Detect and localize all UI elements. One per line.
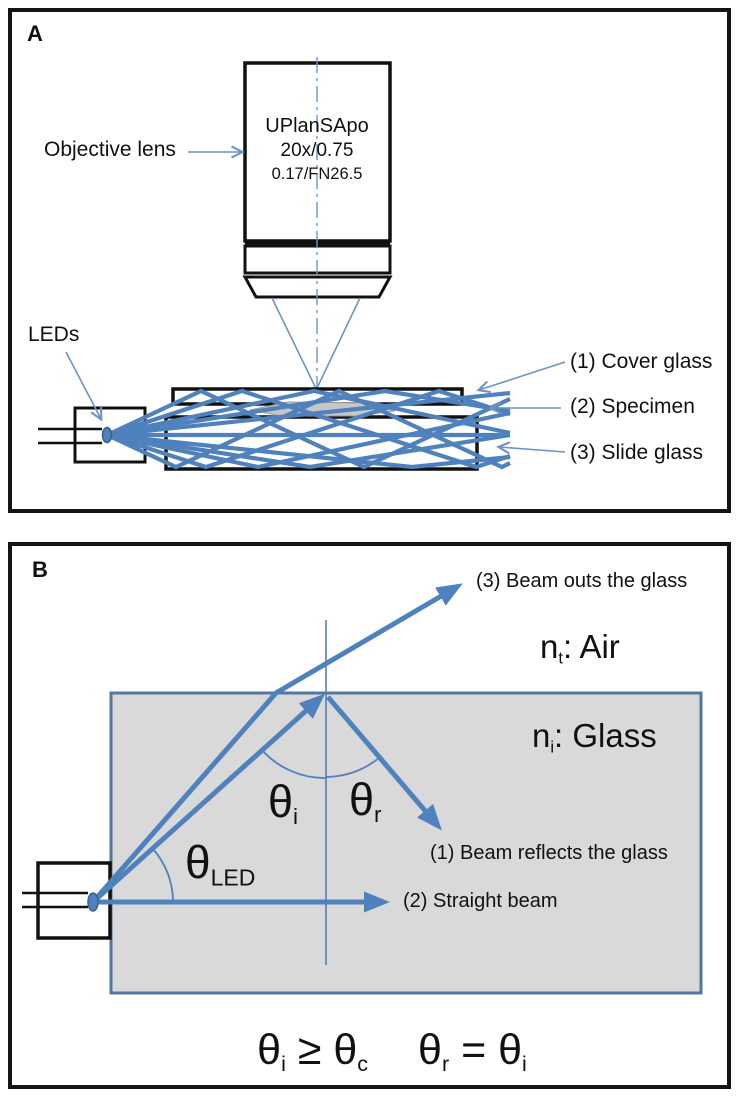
led-ray (106, 388, 511, 438)
panel-b-label: B (32, 557, 48, 582)
led-ray (106, 390, 511, 438)
led-ray (106, 432, 511, 470)
panel-a-frame (8, 8, 731, 513)
objective-model-text: UPlanSApo (265, 115, 369, 137)
objective-spec-text: 0.17/FN26.5 (271, 165, 363, 183)
led-ray (106, 432, 511, 470)
theta-i-label: θi (268, 776, 299, 830)
slide-glass-label: (3) Slide glass (570, 441, 704, 464)
led-ray (106, 388, 511, 438)
led-ray (106, 388, 511, 470)
incident-beam-ray (91, 693, 326, 904)
theta-r-arc (325, 756, 381, 778)
beam-out-ray (91, 583, 463, 904)
led-ray (106, 388, 511, 470)
led-emitter-b (87, 892, 99, 912)
slide-glass-arrow (499, 447, 566, 452)
theta-i-arc (261, 749, 327, 779)
theta-led-label: θLED (185, 836, 256, 891)
led-emitter-a (101, 426, 113, 444)
panel-a-label: A (27, 21, 43, 46)
reflected-beam-ray (326, 695, 442, 831)
beam-out-label: (3) Beam outs the glass (476, 570, 688, 592)
equation-theta-i-ge-theta-c: θi ≥ θc (257, 1026, 369, 1076)
leds-arrow (65, 351, 101, 419)
critical-angle-equation: θi ≥ θc θr = θi (180, 1026, 604, 1076)
leds-label: LEDs (28, 323, 80, 346)
cover-glass-label: (1) Cover glass (570, 350, 713, 373)
refractive-index-air-label: nt: Air (540, 628, 620, 668)
equation-theta-r-eq-theta-i: θr = θi (418, 1026, 527, 1076)
objective-mag-na-text: 20x/0.75 (280, 140, 354, 161)
beam-reflect-label: (1) Beam reflects the glass (430, 842, 668, 864)
objective-tip (242, 275, 393, 299)
refractive-index-glass-label: ni: Glass (532, 717, 657, 757)
panel-b-frame (8, 542, 731, 1089)
led-ray-fan (106, 388, 511, 470)
cover-glass-arrow (479, 361, 566, 390)
theta-r-label: θr (349, 774, 382, 828)
objective-lens-label: Objective lens (44, 138, 176, 161)
theta-led-arc (152, 848, 174, 903)
glass-block (109, 691, 703, 995)
specimen-label: (2) Specimen (570, 395, 695, 418)
straight-beam-label: (2) Straight beam (403, 890, 558, 912)
